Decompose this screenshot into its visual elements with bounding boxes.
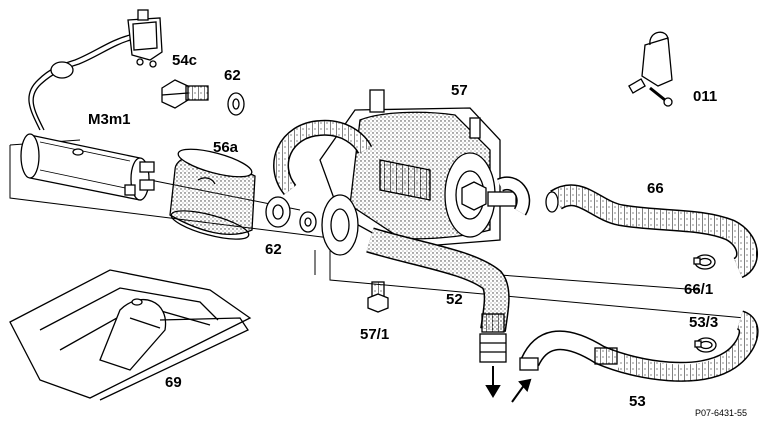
reference-code: P07-6431-55 — [695, 408, 748, 418]
hose-clamp-53-3-drawing — [694, 337, 717, 353]
callout-011: 011 — [693, 88, 718, 105]
flow-arrows — [485, 366, 532, 403]
bolt-57-1-drawing — [367, 281, 389, 313]
callout-53-3: 53/3 — [689, 314, 719, 331]
return-hose-drawing — [273, 119, 531, 216]
callout-66: 66 — [647, 180, 664, 197]
pump-assembly-57-drawing — [319, 89, 517, 256]
filter-56a-drawing — [169, 148, 256, 240]
callout-54c: 54c — [172, 52, 198, 69]
callout-57: 57 — [451, 82, 468, 99]
callout-53: 53 — [629, 393, 646, 410]
banjo-bolt-54c-drawing — [161, 79, 209, 109]
callout-62-top: 62 — [224, 67, 241, 84]
hose-66-drawing — [545, 184, 758, 279]
hose-52-drawing — [366, 227, 510, 363]
hose-clamp-66-1-drawing — [693, 254, 716, 270]
callout-57-1: 57/1 — [360, 326, 390, 343]
sealing-washer-62-top-drawing — [227, 92, 245, 116]
callout-69: 69 — [165, 374, 182, 391]
callout-62-bottom: 62 — [265, 241, 282, 258]
callout-m3m1: M3m1 — [88, 111, 131, 128]
callout-56a: 56a — [213, 139, 239, 156]
hose-53-drawing — [519, 310, 759, 382]
clip-011-drawing — [628, 31, 673, 107]
bracket-69-drawing — [9, 269, 252, 401]
sealing-washer-62-bottom-drawing — [265, 196, 317, 233]
wiring-harness-drawing — [28, 9, 163, 131]
fuel-pump-m3m1-drawing — [20, 133, 155, 201]
callout-52: 52 — [446, 291, 463, 308]
callout-66-1: 66/1 — [684, 281, 714, 298]
